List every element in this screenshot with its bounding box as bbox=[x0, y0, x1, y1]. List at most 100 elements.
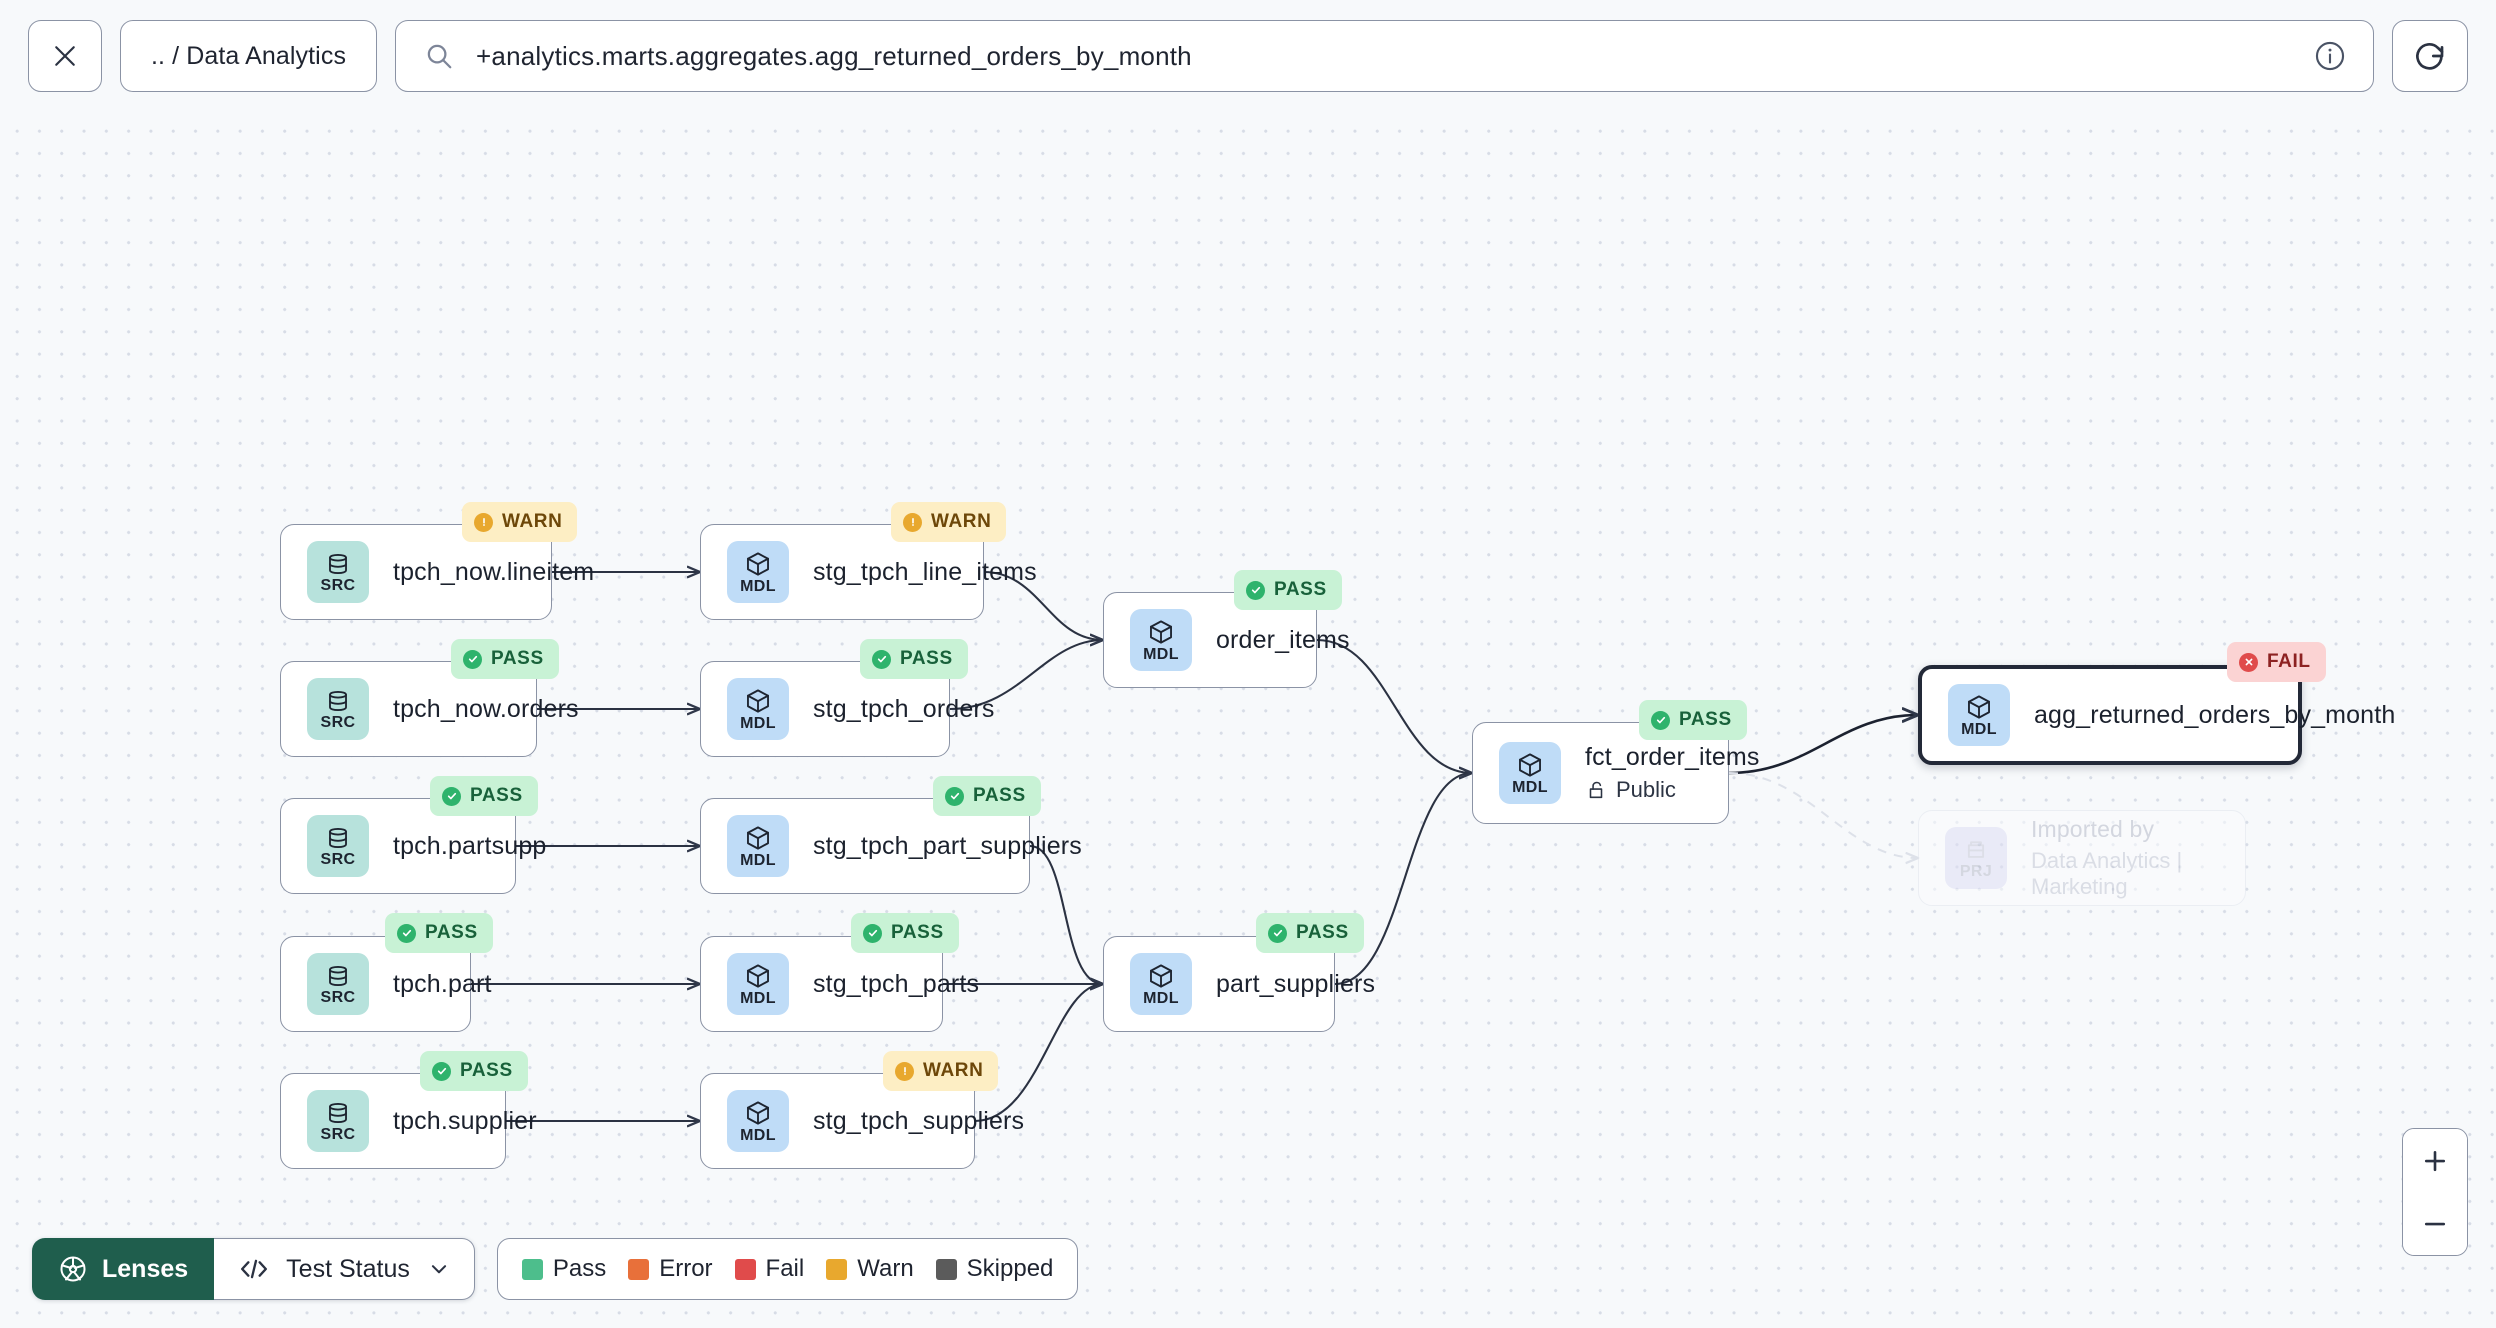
legend-item-pass[interactable]: Pass bbox=[521, 1255, 607, 1283]
chevron-down-icon bbox=[431, 1265, 446, 1274]
node-type-badge-mdl: MDL bbox=[1130, 953, 1192, 1015]
node-body: tpch_now.lineitem bbox=[393, 558, 594, 587]
status-label: WARN bbox=[931, 511, 992, 532]
search-query-text: +analytics.marts.aggregates.agg_returned… bbox=[476, 40, 1192, 71]
status-label: PASS bbox=[1679, 709, 1732, 730]
check-glyph-icon bbox=[1251, 586, 1260, 594]
status-label: PASS bbox=[491, 648, 544, 669]
cube-icon bbox=[747, 1100, 769, 1125]
legend-label: Skipped bbox=[966, 1255, 1054, 1282]
status-legend: Pass Error Fail Warn Skipped bbox=[496, 1238, 1079, 1300]
check-glyph-icon bbox=[468, 655, 477, 663]
database-icon bbox=[329, 553, 347, 574]
legend-item-fail[interactable]: Fail bbox=[734, 1255, 804, 1283]
status-label: WARN bbox=[923, 1060, 984, 1081]
status-badge-pass: PASS bbox=[420, 1051, 528, 1091]
node-title: agg_returned_orders_by_month bbox=[2034, 700, 2396, 729]
check-glyph-icon bbox=[437, 1067, 446, 1075]
zoom-out-button[interactable] bbox=[2403, 1192, 2467, 1255]
lineage-node-stg_tpch_suppliers[interactable]: MDL stg_tpch_suppliers bbox=[700, 1073, 1024, 1169]
lineage-node-imported_by_project[interactable]: PRJ Imported by Data Analytics | Marketing bbox=[1918, 810, 2246, 906]
lenses-label: Lenses bbox=[102, 1254, 189, 1283]
top-toolbar: .. / Data Analytics +analytics.marts.agg… bbox=[0, 0, 2496, 112]
node-subtitle-text: Data Analytics | Marketing bbox=[2031, 848, 2183, 899]
status-badge-pass: PASS bbox=[933, 776, 1041, 816]
legend-swatch bbox=[628, 1258, 650, 1280]
node-body: tpch.supplier bbox=[393, 1107, 537, 1136]
test-status-dropdown[interactable]: Test Status bbox=[214, 1238, 475, 1300]
database-icon bbox=[329, 965, 347, 986]
node-title: tpch.part bbox=[393, 969, 492, 998]
node-type-label: MDL bbox=[1961, 720, 1997, 738]
node-body: stg_tpch_suppliers bbox=[813, 1107, 1024, 1136]
node-type-badge-mdl: MDL bbox=[1130, 609, 1192, 671]
node-type-label: PRJ bbox=[1959, 862, 1993, 880]
node-type-badge-src: SRC bbox=[307, 541, 369, 603]
node-type-label: MDL bbox=[1143, 645, 1179, 663]
x-glyph-icon bbox=[2245, 658, 2252, 666]
aperture-icon bbox=[60, 1256, 86, 1282]
status-label: PASS bbox=[1274, 579, 1327, 600]
lenses-button[interactable]: Lenses bbox=[32, 1238, 215, 1300]
node-subtitle-text: Public bbox=[1616, 777, 1676, 802]
node-type-badge-mdl: MDL bbox=[727, 541, 789, 603]
status-dot bbox=[442, 786, 461, 806]
legend-swatch bbox=[935, 1258, 957, 1280]
cube-icon bbox=[1150, 619, 1172, 644]
node-type-badge-src: SRC bbox=[307, 815, 369, 877]
status-label: PASS bbox=[460, 1060, 513, 1081]
lineage-node-stg_tpch_line_items[interactable]: MDL stg_tpch_line_items bbox=[700, 524, 1037, 620]
breadcrumb[interactable]: .. / Data Analytics bbox=[120, 20, 378, 92]
warning-glyph-icon bbox=[482, 518, 485, 526]
node-title: tpch.supplier bbox=[393, 1106, 537, 1135]
node-title: stg_tpch_parts bbox=[813, 969, 980, 998]
check-glyph-icon bbox=[877, 655, 886, 663]
node-title: order_items bbox=[1216, 625, 1350, 654]
status-badge-pass: PASS bbox=[1256, 913, 1364, 953]
node-type-label: MDL bbox=[740, 714, 776, 732]
status-badge-pass: PASS bbox=[851, 913, 959, 953]
cube-icon bbox=[747, 825, 769, 850]
status-dot bbox=[2239, 652, 2258, 672]
status-dot bbox=[872, 649, 891, 669]
node-type-label: SRC bbox=[320, 1125, 356, 1143]
legend-item-skipped[interactable]: Skipped bbox=[935, 1255, 1054, 1283]
cube-icon bbox=[1519, 752, 1541, 777]
node-title: Imported by bbox=[2031, 816, 2155, 842]
close-button[interactable] bbox=[28, 20, 102, 92]
refresh-button[interactable] bbox=[2392, 20, 2468, 92]
node-title: stg_tpch_orders bbox=[813, 694, 995, 723]
legend-item-error[interactable]: Error bbox=[628, 1255, 713, 1283]
zoom-in-button[interactable] bbox=[2403, 1129, 2467, 1192]
status-dot bbox=[474, 512, 493, 532]
node-body: stg_tpch_line_items bbox=[813, 558, 1037, 587]
node-type-label: MDL bbox=[1512, 778, 1548, 796]
node-subtitle: Data Analytics | Marketing bbox=[2031, 848, 2245, 900]
status-dot bbox=[1651, 710, 1670, 730]
lens-button-group: Lenses Test Status bbox=[32, 1238, 475, 1300]
search-input[interactable]: +analytics.marts.aggregates.agg_returned… bbox=[395, 20, 2374, 92]
node-type-badge-mdl: MDL bbox=[727, 953, 789, 1015]
bottom-toolbar: Lenses Test Status Pass Error Fail Warn Skip… bbox=[32, 1238, 1079, 1300]
legend-swatch bbox=[734, 1258, 756, 1280]
legend-item-warn[interactable]: Warn bbox=[826, 1255, 914, 1283]
info-icon[interactable] bbox=[2313, 39, 2347, 73]
node-title: tpch_now.lineitem bbox=[393, 557, 595, 586]
check-glyph-icon bbox=[1273, 929, 1282, 937]
node-type-label: SRC bbox=[320, 713, 356, 731]
status-badge-warn: WARN bbox=[883, 1051, 999, 1091]
status-badge-fail: FAIL bbox=[2227, 642, 2326, 682]
legend-swatch bbox=[826, 1258, 848, 1280]
node-type-badge-mdl: MDL bbox=[727, 678, 789, 740]
node-body: Imported by Data Analytics | Marketing bbox=[2031, 816, 2245, 900]
node-type-badge-mdl: MDL bbox=[727, 1090, 789, 1152]
cube-icon bbox=[747, 551, 769, 576]
node-type-label: MDL bbox=[740, 577, 776, 595]
status-badge-pass: PASS bbox=[1639, 700, 1747, 740]
legend-label: Pass bbox=[552, 1255, 607, 1282]
archive-icon bbox=[1967, 840, 1985, 858]
